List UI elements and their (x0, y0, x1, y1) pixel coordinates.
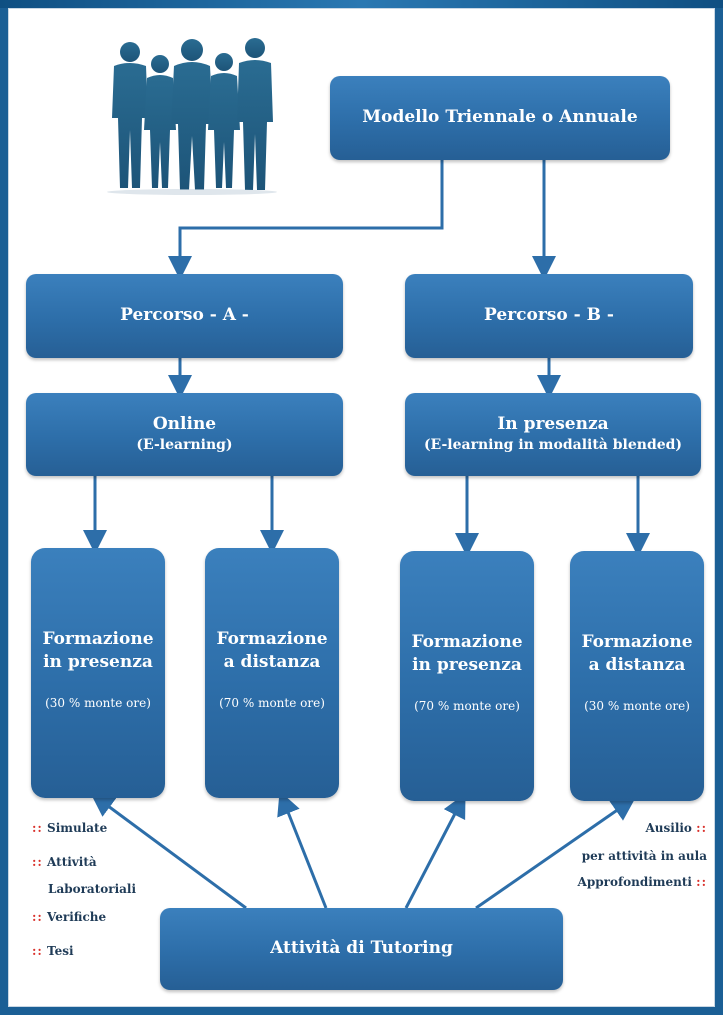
percorso-a-label: Percorso - A - (120, 305, 249, 326)
card-3-pct: (70 % monte ore) (414, 698, 520, 713)
left-note-text: Tesi (47, 944, 74, 958)
card-1-line1: Formazione (42, 629, 154, 649)
card-formazione-4: Formazione a distanza (30 % monte ore) (570, 551, 704, 801)
in-presenza-title: In presenza (497, 414, 609, 435)
left-note-laboratoriali: Laboratoriali (48, 883, 136, 895)
left-note-verifiche: :: Verifiche (32, 911, 106, 923)
card-2-pct: (70 % monte ore) (219, 695, 325, 710)
card-formazione-1: Formazione in presenza (30 % monte ore) (31, 548, 165, 798)
left-note-tesi: :: Tesi (32, 945, 74, 957)
left-note-simulate: :: Simulate (32, 822, 107, 834)
in-presenza-subtitle: (E-learning in modalità blended) (423, 437, 683, 454)
left-note-text: Attività (47, 855, 97, 869)
online-title: Online (152, 414, 217, 435)
card-3-line2: in presenza (412, 654, 522, 675)
card-4-line1: Formazione (581, 632, 693, 652)
right-note-text: Ausilio (645, 821, 692, 835)
left-note-text: Verifiche (47, 910, 107, 924)
in-presenza-box: In presenza (E-learning in modalità blen… (405, 393, 701, 476)
left-note-attivita: :: Attività (32, 856, 97, 868)
left-note-text: Simulate (47, 821, 108, 835)
bullet-icon: :: (32, 944, 43, 958)
bullet-icon: :: (32, 821, 43, 835)
right-note-ausilio: Ausilio :: (645, 822, 707, 834)
percorso-a-box: Percorso - A - (26, 274, 343, 358)
arrow-tutoring-to-card3 (404, 793, 466, 909)
bullet-icon: :: (32, 910, 43, 924)
bullet-icon: :: (32, 855, 43, 869)
right-note-attivita-aula: per attività in aula (582, 850, 707, 862)
percorso-b-box: Percorso - B - (405, 274, 693, 358)
bullet-icon: :: (696, 875, 707, 889)
bullet-icon: :: (696, 821, 707, 835)
left-note-text: Laboratoriali (48, 882, 137, 896)
right-note-text: per attività in aula (581, 849, 707, 863)
card-4-pct: (30 % monte ore) (584, 698, 690, 713)
top-bar (0, 0, 723, 8)
right-note-text: Approfondimenti (577, 875, 692, 889)
people-silhouettes-icon (107, 38, 277, 195)
arrow-tutoring-to-card2 (277, 790, 328, 909)
arrow-tutoring-to-card1 (90, 792, 247, 910)
card-2-line1: Formazione (216, 629, 328, 649)
card-4-line2: a distanza (588, 654, 686, 675)
card-3-line1: Formazione (411, 632, 523, 652)
card-1-line2: in presenza (43, 651, 153, 672)
percorso-b-label: Percorso - B - (484, 305, 614, 326)
arrow-tutoring-to-card4 (475, 797, 636, 910)
card-formazione-2: Formazione a distanza (70 % monte ore) (205, 548, 339, 798)
arrow-top-to-a (168, 160, 444, 280)
tutoring-label: Attività di Tutoring (270, 938, 453, 959)
tutoring-box: Attività di Tutoring (160, 908, 563, 990)
online-box: Online (E-learning) (26, 393, 343, 476)
modello-label: Modello Triennale o Annuale (362, 107, 638, 128)
card-2-line2: a distanza (223, 651, 321, 672)
online-subtitle: (E-learning) (136, 437, 233, 454)
card-1-pct: (30 % monte ore) (45, 695, 151, 710)
card-formazione-3: Formazione in presenza (70 % monte ore) (400, 551, 534, 801)
modello-box: Modello Triennale o Annuale (330, 76, 670, 160)
right-note-approfondimenti: Approfondimenti :: (578, 876, 707, 888)
